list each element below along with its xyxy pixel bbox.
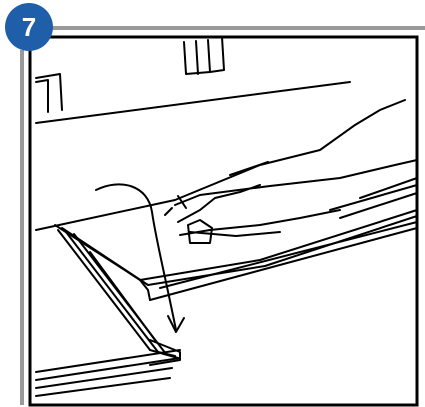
- line-drawing: [35, 36, 418, 397]
- illustration-frame: [28, 35, 419, 407]
- step-number-badge: 7: [5, 3, 53, 51]
